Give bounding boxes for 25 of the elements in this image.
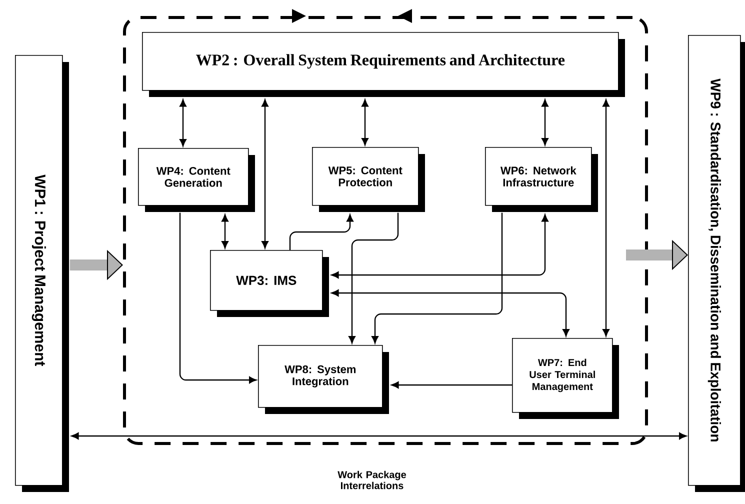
package-box: WP5: Content Protection bbox=[312, 147, 425, 212]
arrow bbox=[362, 99, 368, 146]
package-box: WP3: IMS bbox=[210, 250, 329, 317]
package-box: WP8: System Integration bbox=[258, 345, 389, 414]
package-box: WP6: Network Infrastructure bbox=[485, 147, 598, 212]
arrow bbox=[289, 214, 354, 250]
arrow bbox=[331, 214, 548, 278]
arrow bbox=[71, 432, 686, 440]
arrow bbox=[348, 212, 399, 344]
arrow bbox=[262, 99, 268, 248]
arrow bbox=[391, 382, 512, 388]
side-bar: WP1 : Project Management bbox=[15, 55, 69, 492]
arrow bbox=[542, 99, 548, 146]
arrow bbox=[180, 99, 186, 146]
arrow bbox=[331, 290, 570, 336]
caption: Work Package Interrelations bbox=[338, 470, 406, 490]
package-box: WP7: End User Terminal Management bbox=[512, 338, 619, 419]
arrow bbox=[179, 212, 256, 384]
arrow bbox=[602, 99, 610, 336]
arrow bbox=[222, 214, 228, 248]
dashed-frame bbox=[123, 16, 648, 445]
package-box: WP2 : Overall System Requirements and Architecture bbox=[142, 32, 625, 97]
package-box: WP4: Content Generation bbox=[138, 148, 255, 212]
arrow bbox=[372, 212, 503, 344]
side-bar: WP9 : Standardisation, Dissemination and Exploitation bbox=[688, 35, 745, 492]
